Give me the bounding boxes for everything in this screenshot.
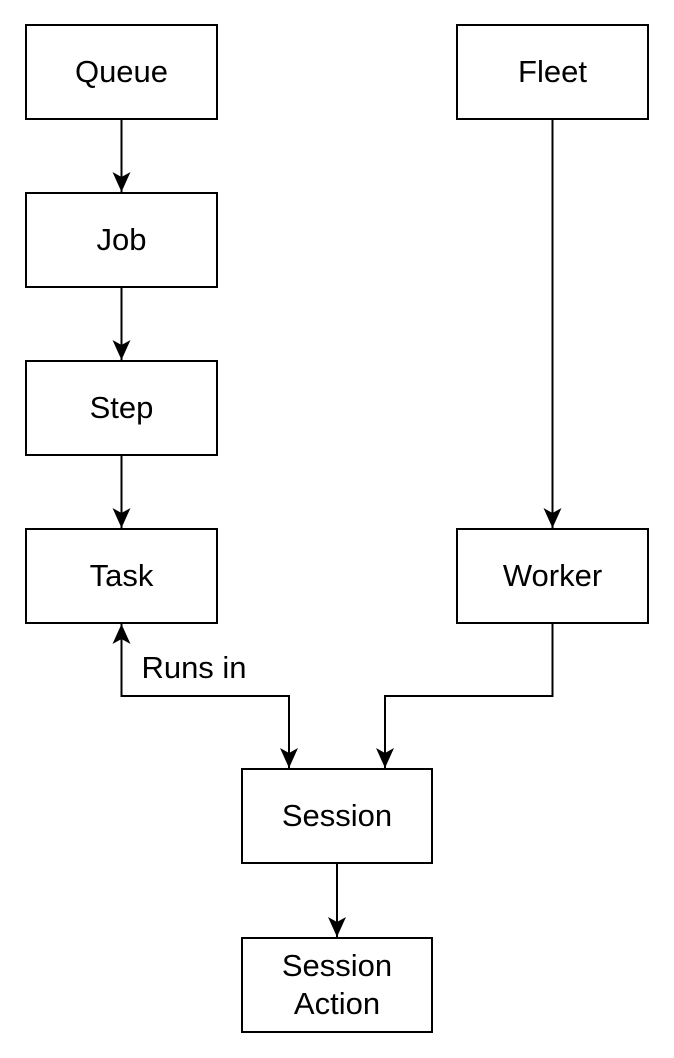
node-job: Job [25,192,218,288]
node-task: Task [25,528,218,624]
node-worker: Worker [456,528,649,624]
node-queue: Queue [25,24,218,120]
edge-label-runs-in: Runs in [141,650,247,685]
node-step-label: Step [89,390,154,426]
node-job-label: Job [96,222,147,258]
node-session-action: Session Action [241,937,433,1033]
node-session-label: Session [281,798,393,834]
node-session-action-label: Session Action [281,948,393,1021]
node-fleet-label: Fleet [518,54,587,90]
node-fleet: Fleet [456,24,649,120]
edge-task-session [112,624,298,768]
node-session: Session [241,768,433,864]
node-task-label: Task [89,558,154,594]
node-worker-label: Worker [502,558,603,594]
node-queue-label: Queue [74,54,169,90]
node-step: Step [25,360,218,456]
edge-worker-session [376,624,554,768]
